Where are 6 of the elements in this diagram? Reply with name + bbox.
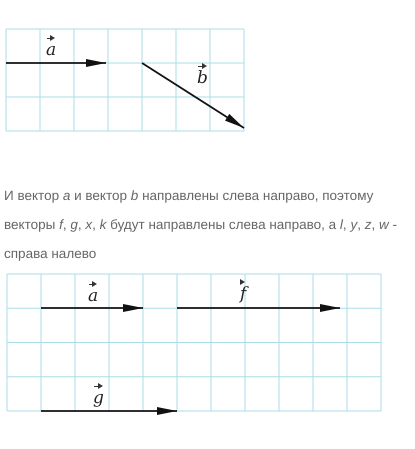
vector-label: g	[93, 386, 104, 407]
vector-label: b	[197, 66, 208, 87]
explanation-text: И вектор a и вектор b направлены слева направо, поэтому векторы f, g, x, k будут направлены слева направо, а l, y, z, w - справа налево	[4, 187, 398, 263]
vector-label: a	[88, 284, 98, 305]
vector-label: a	[46, 38, 56, 59]
vector-label: f	[240, 282, 246, 303]
